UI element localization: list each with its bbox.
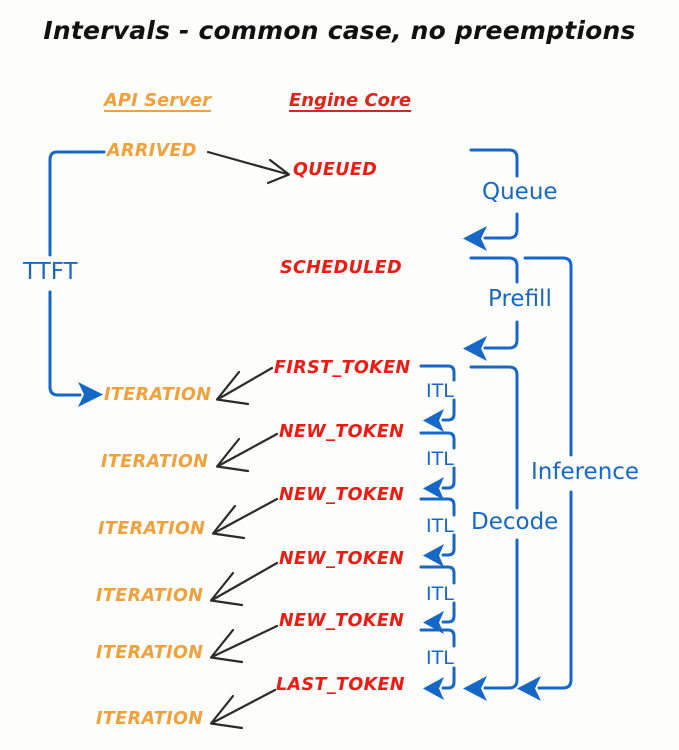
- itl-bracket-4: [419, 565, 456, 634]
- itl-bracket-2: [419, 431, 456, 500]
- state-new-token-4: NEW_TOKEN: [279, 611, 405, 631]
- arrow-arrived-to-queued: [206, 150, 291, 185]
- state-arrived: ARRIVED: [107, 141, 197, 161]
- itl-bracket-1: [419, 364, 456, 432]
- state-scheduled: SCHEDULED: [280, 258, 403, 278]
- ttft-bracket: [48, 150, 106, 407]
- prefill-bracket: [463, 256, 519, 361]
- interval-label-itl-5: ITL: [426, 647, 454, 669]
- itl-bracket-3: [419, 497, 456, 567]
- column-header-api-server: API Server: [104, 90, 211, 111]
- interval-label-itl-1: ITL: [426, 380, 454, 402]
- arrow-first-token-to-iteration: [215, 366, 274, 406]
- state-iteration-4: ITERATION: [96, 586, 204, 606]
- arrow-last-token-to-iteration: [209, 688, 277, 730]
- interval-label-inference: Inference: [531, 459, 640, 485]
- state-last-token: LAST_TOKEN: [276, 675, 405, 695]
- state-iteration-3: ITERATION: [98, 519, 206, 539]
- arrow-new-token-to-iteration-4: [209, 624, 279, 664]
- state-iteration-5: ITERATION: [96, 643, 204, 663]
- interval-label-prefill: Prefill: [488, 286, 552, 312]
- interval-label-itl-2: ITL: [426, 448, 454, 470]
- state-iteration-2: ITERATION: [101, 452, 209, 472]
- state-queued: QUEUED: [293, 160, 378, 180]
- interval-label-queue: Queue: [482, 179, 558, 205]
- itl-bracket-5: [419, 628, 456, 700]
- page-title: Intervals - common case, no preemptions: [43, 16, 636, 45]
- arrow-new-token-to-iteration-2: [211, 497, 279, 540]
- inference-bracket: [517, 256, 573, 701]
- interval-label-ttft: TTFT: [23, 259, 78, 285]
- state-iteration-1: ITERATION: [104, 385, 212, 405]
- queue-bracket: [463, 148, 519, 251]
- state-new-token-3: NEW_TOKEN: [279, 549, 405, 569]
- state-first-token: FIRST_TOKEN: [274, 358, 411, 378]
- state-new-token-1: NEW_TOKEN: [279, 422, 405, 442]
- column-header-engine-core: Engine Core: [289, 90, 412, 111]
- interval-label-itl-4: ITL: [426, 583, 454, 605]
- state-iteration-6: ITERATION: [96, 709, 204, 729]
- interval-label-itl-3: ITL: [426, 515, 454, 537]
- arrow-new-token-to-iteration-1: [215, 432, 279, 473]
- interval-label-decode: Decode: [471, 509, 559, 535]
- state-new-token-2: NEW_TOKEN: [279, 485, 405, 505]
- arrow-new-token-to-iteration-3: [209, 561, 279, 607]
- decode-bracket: [463, 365, 519, 701]
